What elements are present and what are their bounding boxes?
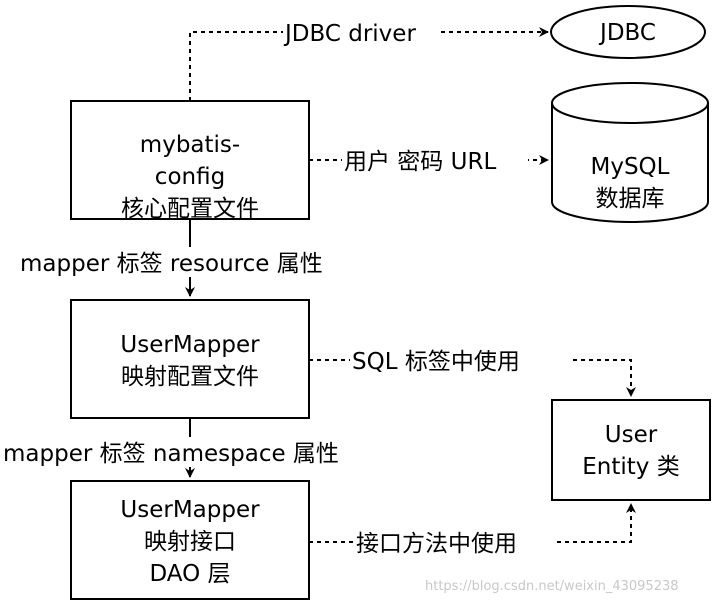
user-entity-line-1: User [605,422,658,448]
edge-sql-tag-usage: SQL 标签中使用 [309,345,636,397]
user-entity-node: User Entity 类 [551,399,711,501]
watermark: https://blog.csdn.net/weixin_43095238 [425,579,679,594]
jdbc-node: JDBC [550,5,706,59]
mysql-database-node: MySQL 数据库 [551,82,709,223]
interface-method-usage-label: 接口方法中使用 [356,531,517,557]
mybatis-config-line-2: config [155,164,225,190]
edge-jdbc-driver: JDBC driver [189,17,549,101]
user-mapper-xml-node: UserMapper 映射配置文件 [70,299,310,419]
jdbc-driver-label: JDBC driver [283,21,416,47]
mybatis-config-node: mybatis- config 核心配置文件 [70,100,310,222]
edge-user-pwd-url: 用户 密码 URL [309,145,549,175]
sql-tag-usage-label: SQL 标签中使用 [352,349,520,375]
user-entity-line-2: Entity 类 [582,454,679,480]
user-pwd-url-label: 用户 密码 URL [344,149,496,175]
user-mapper-xml-line-2: 映射配置文件 [121,364,259,390]
edge-mapper-resource: mapper 标签 resource 属性 [18,219,370,297]
user-mapper-xml-line-1: UserMapper [120,332,260,358]
mapper-resource-label: mapper 标签 resource 属性 [20,251,323,277]
user-mapper-dao-line-1: UserMapper [120,497,260,523]
edge-mapper-namespace: mapper 标签 namespace 属性 [1,418,385,478]
mysql-line-1: MySQL [591,154,670,180]
jdbc-label: JDBC [598,20,656,46]
user-mapper-dao-line-2: 映射接口 [144,529,236,555]
mybatis-config-line-3: 核心配置文件 [121,196,259,222]
mapper-namespace-label: mapper 标签 namespace 属性 [3,441,339,467]
mysql-line-2: 数据库 [596,186,665,212]
edge-interface-method-usage: 接口方法中使用 [309,503,636,557]
mybatis-config-line-1: mybatis- [140,132,240,158]
user-mapper-dao-line-3: DAO 层 [149,561,230,587]
user-mapper-dao-node: UserMapper 映射接口 DAO 层 [70,480,310,600]
